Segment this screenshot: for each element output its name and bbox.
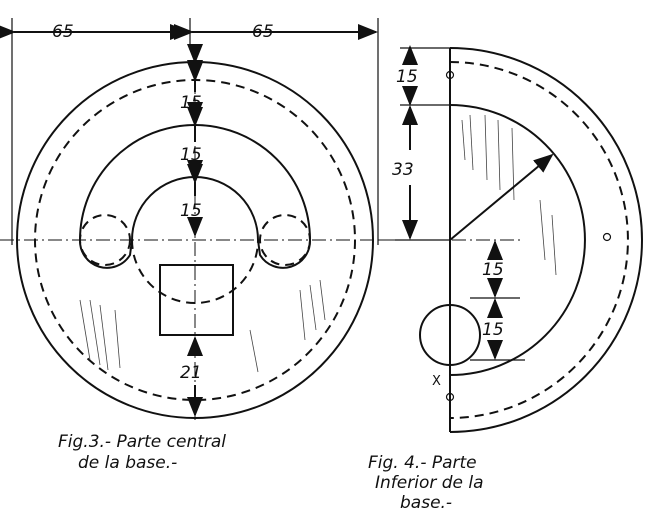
hatching (79, 279, 326, 373)
side-point (602, 232, 612, 242)
fig4-base-inferior: X 15 33 15 15 Fig. 4.- Parte Inferior de… (368, 45, 643, 513)
fig4-caption-line2: Inferior de la (375, 473, 484, 493)
dim-21: 21 (180, 363, 202, 383)
dim-left-65: 65 (52, 22, 74, 42)
radius-arrow (449, 153, 554, 241)
left-dashed-circle (79, 214, 131, 266)
dim-15-d: 15 (482, 260, 504, 280)
fig4-caption-line3: base.- (400, 493, 452, 513)
dim-15-c: 15 (180, 201, 202, 221)
dim-15-a: 15 (180, 93, 202, 113)
square-hole (159, 264, 234, 336)
fig4-caption-line1: Fig. 4.- Parte (368, 453, 477, 473)
point-x-label: X (432, 374, 441, 389)
bottom-point (445, 392, 455, 402)
fig3-base-central: 65 65 15 15 15 21 Fig.3.- Parte c (0, 18, 400, 473)
fig3-caption-line1: Fig.3.- Parte central (58, 432, 226, 452)
dashed-arc (449, 61, 629, 419)
top-point (445, 70, 455, 80)
dim-33: 33 (392, 160, 414, 180)
horseshoe-slot (78, 124, 312, 269)
dim-15-e: 15 (482, 320, 504, 340)
inner-dashed-arc (131, 239, 259, 304)
dim-15-top: 15 (396, 67, 418, 87)
dim-right-65: 65 (252, 22, 274, 42)
fig3-caption-line2: de la base.- (78, 453, 177, 473)
bottom-hole (419, 304, 481, 366)
hatching (461, 114, 557, 276)
right-dashed-circle (259, 214, 311, 266)
outer-arc (449, 47, 643, 433)
dim-15-b: 15 (180, 145, 202, 165)
